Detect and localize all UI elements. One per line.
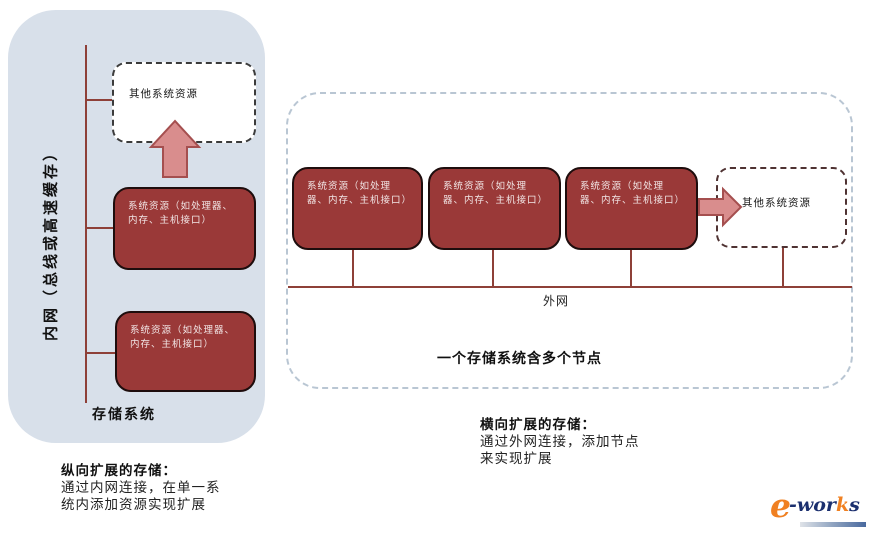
internal-bus-label: 内网（总线或高速缓存） — [41, 142, 60, 342]
storage-system-label: 存储系统 — [92, 407, 156, 423]
scale-up-caption-line1: 通过内网连接，在单一系 — [61, 480, 221, 496]
internal-network-panel: 内网（总线或高速缓存） 其他系统资源 系统资源（如处理器、内存、主机接口） 系统… — [8, 10, 265, 443]
external-network-line — [288, 286, 852, 288]
external-network-label: 外网 — [543, 294, 570, 308]
scale-out-arrow-icon — [698, 186, 743, 228]
node-3-connector — [630, 250, 632, 287]
logo-letter-s: s — [849, 494, 860, 516]
scale-out-caption-line1: 通过外网连接，添加节点 — [480, 434, 640, 450]
node-box-3: 系统资源（如处理器、内存、主机接口） — [565, 167, 698, 250]
scale-up-caption: 纵向扩展的存储： 通过内网连接，在单一系 统内添加资源实现扩展 — [61, 463, 221, 514]
node-box-1: 系统资源（如处理器、内存、主机接口） — [292, 167, 423, 250]
logo-letter-e: e — [770, 486, 791, 525]
node-1-connector — [352, 250, 354, 287]
eworks-logo: e-works — [770, 486, 871, 530]
other-resources-label-left: 其他系统资源 — [129, 88, 198, 100]
logo-letter-k: k — [835, 494, 850, 516]
bus-stub-top — [86, 99, 122, 101]
other-resources-label-right: 其他系统资源 — [742, 197, 811, 209]
bus-stub-middle — [86, 227, 122, 229]
scale-out-caption-title: 横向扩展的存储： — [480, 417, 596, 433]
bus-stub-bottom — [86, 352, 124, 354]
scale-out-caption: 横向扩展的存储： 通过外网连接，添加节点 来实现扩展 — [480, 417, 640, 468]
scale-up-caption-line2: 统内添加资源实现扩展 — [61, 497, 206, 513]
resource-box-left-2: 系统资源（如处理器、内存、主机接口） — [115, 311, 256, 392]
future-node-connector — [782, 248, 784, 287]
scale-up-caption-title: 纵向扩展的存储： — [61, 463, 177, 479]
node-2-connector — [492, 250, 494, 287]
scale-out-caption-line2: 来实现扩展 — [480, 451, 553, 467]
bus-line — [85, 45, 87, 403]
resource-box-left-1: 系统资源（如处理器、内存、主机接口） — [113, 187, 256, 270]
logo-letters-wor: -wor — [789, 494, 836, 516]
node-box-2: 系统资源（如处理器、内存、主机接口） — [428, 167, 561, 250]
logo-underline-bar — [800, 522, 866, 527]
scale-up-arrow-icon — [148, 119, 202, 178]
cluster-note: 一个存储系统含多个节点 — [437, 351, 602, 367]
eworks-logo-text: e-works — [770, 486, 871, 525]
